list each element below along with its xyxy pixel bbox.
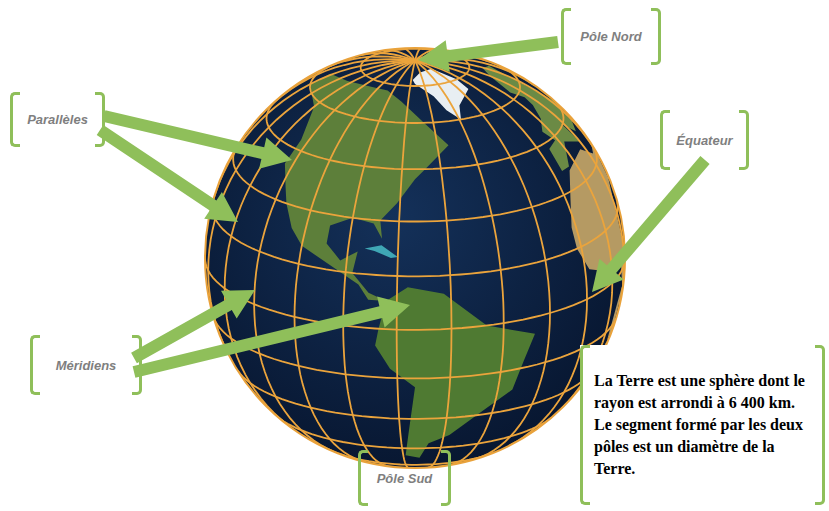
meridian-line [254,61,415,452]
meridian-line [415,60,599,157]
meridian-line [343,61,415,466]
meridian-line [415,61,587,446]
callout-bracket: Équateur [660,110,749,170]
callout-label: Méridiens [42,358,131,373]
pointer-arrow [103,110,292,169]
ocean [205,48,625,468]
parallel-line [310,65,520,123]
meridian-line [415,61,452,468]
callout-bracket: Pôle Sud [358,450,451,506]
continents [285,66,625,458]
graticule [205,48,625,468]
note-box: La Terre est une sphère dont le rayon es… [580,345,825,505]
pointer-arrow [97,125,238,222]
callout-label: Pôle Sud [363,471,447,486]
callout-bracket: Parallèles [10,92,105,147]
note-text: La Terre est une sphère dont le rayon es… [580,364,825,486]
meridian-line [415,61,550,459]
meridian-line [397,61,415,468]
pointer-arrow [592,156,710,292]
pointer-arrow [133,297,410,378]
cuba [365,245,398,258]
parallel-line [214,318,616,379]
callout-bracket: Méridiens [30,335,142,395]
parallel-line [205,259,625,330]
pointer-arrow [418,36,559,72]
globe-outline [205,48,625,468]
callout-label: Parallèles [13,112,102,127]
parallel-line [212,201,618,276]
parallel-line [267,101,564,169]
callout-label: Pôle Nord [566,29,655,44]
europe [483,66,580,171]
meridian-line [415,61,624,306]
meridian-line [415,61,504,465]
callout-label: Équateur [662,133,746,148]
meridian-line [225,61,415,425]
callout-bracket: Pôle Nord [561,8,661,65]
pointer-arrows [97,36,710,378]
